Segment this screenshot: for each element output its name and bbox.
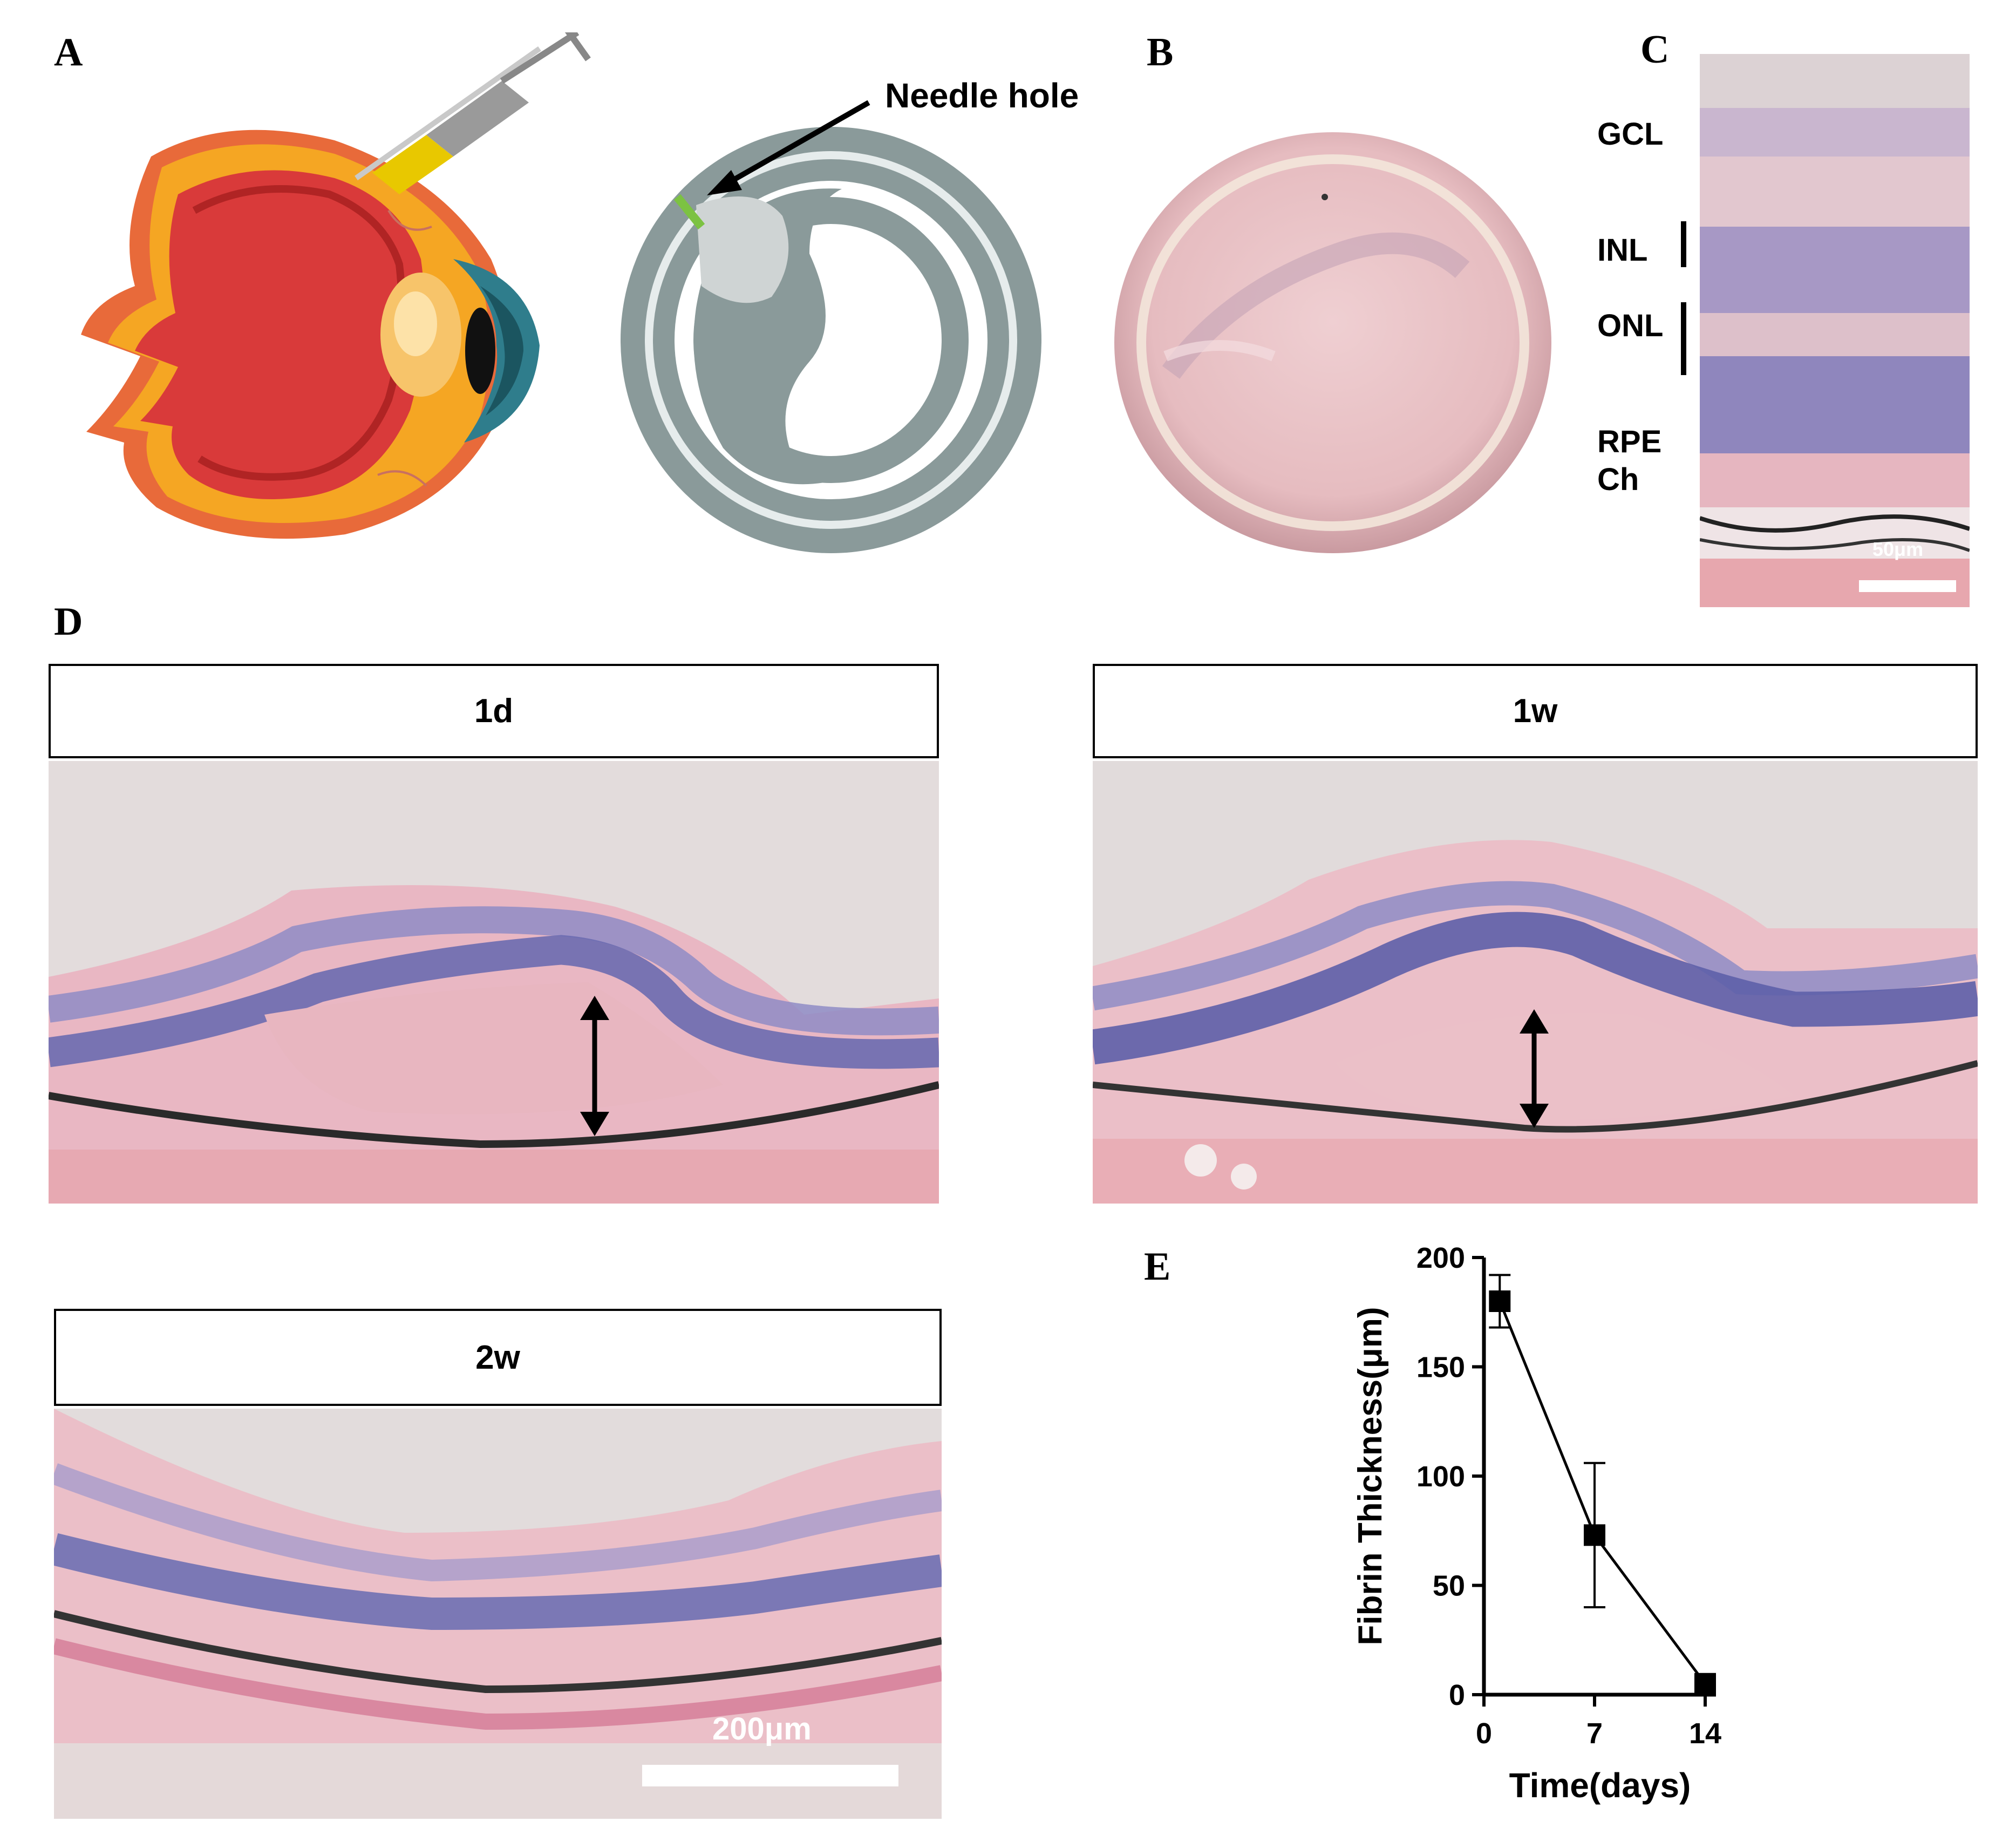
y-tick-label: 100 bbox=[1416, 1460, 1465, 1493]
layer-label-ch: Ch bbox=[1597, 462, 1639, 497]
x-tick-label: 14 bbox=[1689, 1717, 1721, 1750]
eye-injection-illustration bbox=[81, 32, 591, 539]
panel-c-scale-label: 50μm bbox=[1872, 538, 1924, 560]
histology-1d bbox=[49, 761, 939, 1204]
y-tick-label: 0 bbox=[1449, 1679, 1465, 1711]
panel-label-a: A bbox=[54, 30, 83, 74]
layer-label-inl: INL bbox=[1597, 233, 1648, 268]
title-2w: 2w bbox=[54, 1309, 942, 1406]
title-1w: 1w bbox=[1093, 664, 1978, 758]
x-tick-label: 0 bbox=[1476, 1717, 1492, 1750]
x-tick-label: 7 bbox=[1586, 1717, 1603, 1750]
x-axis-title: Time(days) bbox=[1509, 1766, 1691, 1805]
histology-1w bbox=[1093, 761, 1978, 1204]
panel-d-scale-label: 200μm bbox=[712, 1711, 812, 1746]
y-tick-label: 50 bbox=[1433, 1570, 1465, 1602]
retina-layers-section bbox=[1700, 54, 1970, 607]
data-point bbox=[1489, 1290, 1511, 1312]
layer-label-onl: ONL bbox=[1597, 308, 1664, 343]
histology-2w bbox=[54, 1409, 942, 1819]
panel-label-e: E bbox=[1144, 1245, 1171, 1289]
y-tick-label: 200 bbox=[1416, 1242, 1465, 1274]
panel-label-b: B bbox=[1147, 30, 1174, 74]
title-1d: 1d bbox=[49, 664, 939, 758]
y-tick-label: 150 bbox=[1416, 1351, 1465, 1384]
panel-label-d: D bbox=[54, 600, 83, 644]
data-point bbox=[1584, 1524, 1605, 1546]
onl-bracket bbox=[1681, 302, 1686, 375]
needle-hole-schematic bbox=[621, 127, 1041, 553]
needle-hole-label: Needle hole bbox=[885, 76, 1079, 115]
layer-label-rpe: RPE bbox=[1597, 424, 1662, 459]
y-axis-title: Fibrin Thickness(μm) bbox=[1352, 1307, 1389, 1645]
data-point bbox=[1694, 1673, 1716, 1695]
retina-flatmount-photo bbox=[1114, 132, 1551, 553]
layer-label-gcl: GCL bbox=[1597, 117, 1664, 152]
series-line bbox=[1498, 1301, 1707, 1685]
panel-label-c: C bbox=[1640, 28, 1670, 72]
needle-hole-arrow bbox=[707, 100, 870, 195]
inl-bracket bbox=[1681, 221, 1686, 267]
